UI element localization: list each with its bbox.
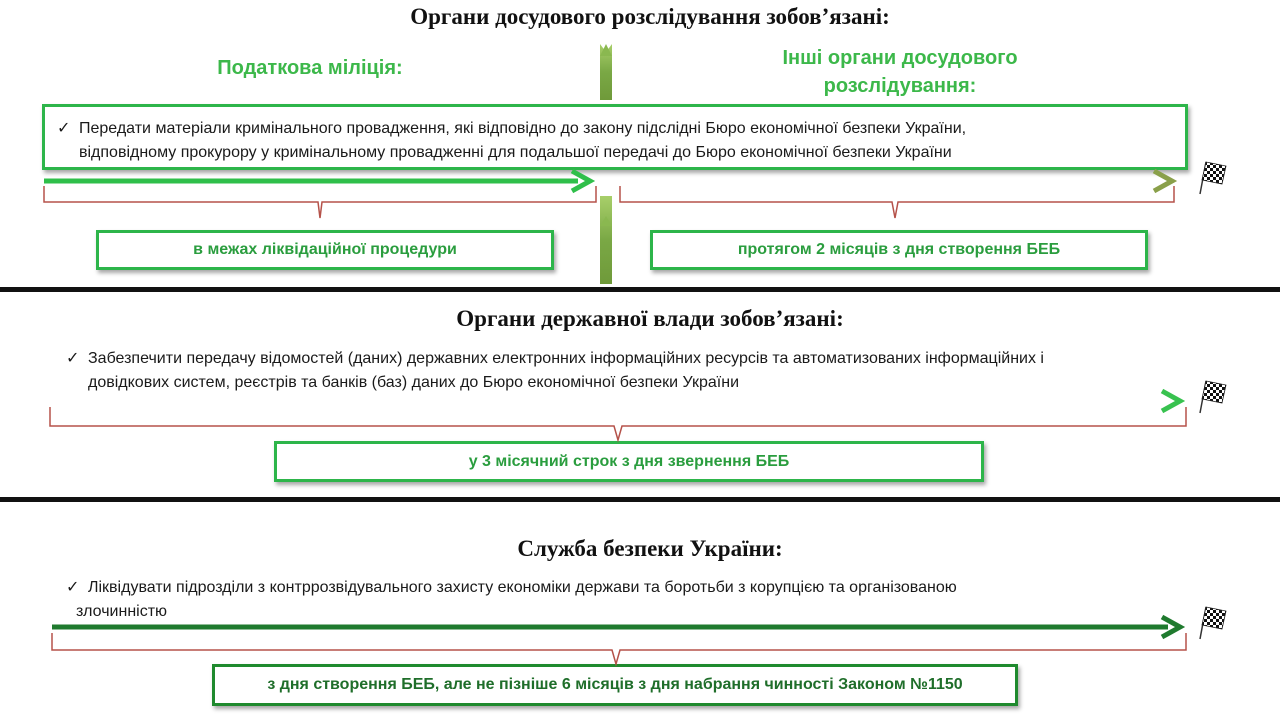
section1-left-arrow [44,168,596,194]
divider-1 [0,287,1280,292]
section3-task-line1: ✓ Ліквідувати підрозділи з контррозвідува… [66,576,1176,600]
section1-task-line2: відповідному прокурору у кримінальному п… [57,141,1173,165]
section3-task-line2: злочинністю [66,600,1176,624]
section2-task-text2: довідкових систем, реєстрів та банків (б… [88,374,739,391]
checkered-flag-icon [1199,161,1227,195]
section2-task-line2: довідкових систем, реєстрів та банків (б… [66,371,1176,395]
vertical-separator-bottom [600,196,612,284]
section3-arrow [52,614,1186,640]
tax-police-heading: Податкова міліція: [217,57,403,79]
section1-task-box: ✓ Передати матеріали кримінального провад… [42,104,1188,170]
section1-task-text2: відповідному прокурору у кримінальному п… [79,144,952,161]
section3-task-text2: злочинністю [76,603,168,620]
section3-brace [51,633,1187,667]
checkmark-icon: ✓ [57,120,71,137]
section1-right-deadline: протягом 2 місяців з дня створення БЕБ [650,230,1148,270]
checkmark-icon: ✓ [66,350,80,367]
divider-2 [0,497,1280,502]
vertical-separator-top [600,44,612,100]
section3-task-text1: Ліквідувати підрозділи з контррозвідувал… [88,579,957,596]
section2-deadline: у 3 місячний строк з дня звернення БЕБ [274,441,984,482]
section1-left-deadline: в межах ліквідаційної процедури [96,230,554,270]
section2-brace [49,407,1187,443]
checkered-flag-icon [1199,380,1227,414]
section1-title: Органи досудового розслідування зобов’яз… [410,4,890,29]
section2-task-text1: Забезпечити передачу відомостей (даних) … [88,350,1044,367]
section1-task-text1: Передати матеріали кримінального провадж… [79,120,967,137]
section3-title: Служба безпеки України: [517,536,783,561]
section1-right-arrow [622,168,1178,194]
checkered-flag-icon [1199,606,1227,640]
checkmark-icon: ✓ [66,579,80,596]
section2-arrow [48,388,1186,414]
section1-task-line1: ✓ Передати матеріали кримінального провад… [57,117,1173,141]
section2-title: Органи державної влади зобов’язані: [456,306,844,331]
section2-task-line1: ✓ Забезпечити передачу відомостей (даних)… [66,347,1176,371]
section2-task: ✓ Забезпечити передачу відомостей (даних)… [66,347,1176,395]
section1-right-brace [619,186,1175,219]
section1-left-brace [43,186,597,219]
other-bodies-heading: Інші органи досудового розслідування: [782,47,1018,97]
section3-deadline: з дня створення БЕБ, але не пізніше 6 мі… [212,664,1018,706]
section3-task: ✓ Ліквідувати підрозділи з контррозвідува… [66,576,1176,624]
